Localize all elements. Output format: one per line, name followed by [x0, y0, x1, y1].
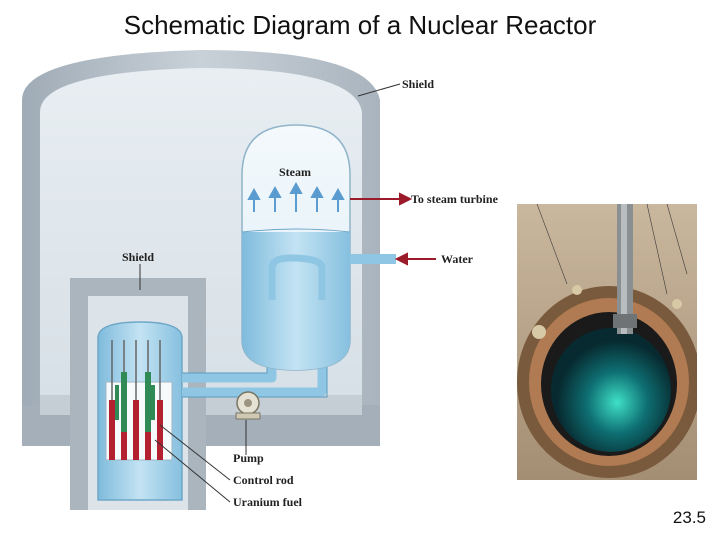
steam-out-arrow	[350, 192, 413, 206]
shield-label: Shield	[402, 77, 434, 91]
water-in-arrow	[394, 252, 436, 266]
fuel-rod	[145, 372, 151, 432]
pump-label: Pump	[233, 451, 264, 465]
rods-group	[109, 340, 163, 460]
control-rod	[145, 432, 151, 460]
reactor-core-photo	[517, 204, 697, 480]
control-rod	[157, 400, 163, 460]
steam-label: Steam	[279, 165, 311, 179]
control-rod	[121, 432, 127, 460]
steam-arrows	[247, 181, 345, 212]
page-title: Schematic Diagram of a Nuclear Reactor	[123, 10, 597, 40]
fuel-rod	[121, 372, 127, 432]
tube-bundle	[268, 254, 326, 300]
control-rod-label: Control rod	[233, 473, 294, 487]
uranium-fuel-label: Uranium fuel	[233, 495, 303, 509]
fuel-rod	[115, 385, 119, 420]
to-steam-turbine-label: To steam turbine	[411, 192, 499, 206]
control-rod	[109, 400, 115, 460]
water-inlet-pipe	[350, 254, 396, 264]
control-rod	[133, 400, 139, 460]
steam-generator	[241, 124, 351, 371]
page-number: 23.5	[672, 508, 706, 527]
inner-shield-label: Shield	[122, 250, 154, 264]
fuel-rod	[151, 385, 155, 420]
water-label: Water	[441, 252, 474, 266]
pump-icon	[235, 391, 261, 420]
